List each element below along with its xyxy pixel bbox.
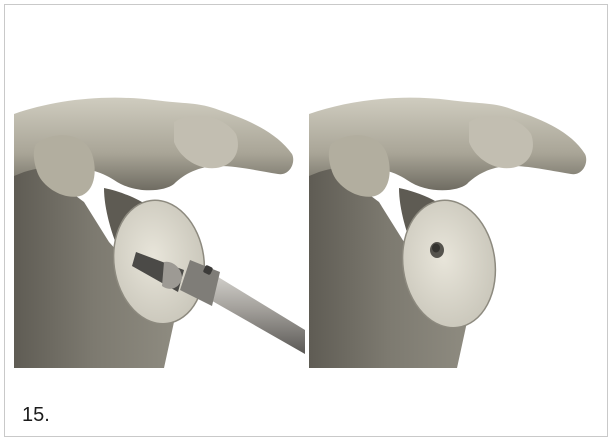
figure-number: 15. xyxy=(22,405,50,425)
glenoid-drill-illustration xyxy=(14,92,305,368)
glenoid-with-drill-panel xyxy=(14,92,305,368)
glenoid-pilot-hole-illustration xyxy=(309,92,596,368)
glenoid-with-pilot-hole-panel xyxy=(309,92,596,368)
